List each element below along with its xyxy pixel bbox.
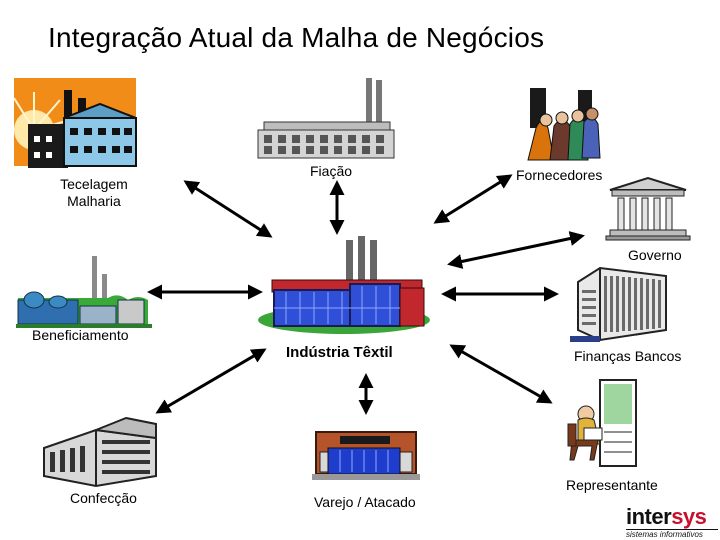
logo-brand: intersys — [626, 506, 718, 528]
industria-label: Indústria Têxtil — [286, 344, 393, 361]
tecelagem-label: Tecelagem Malharia — [44, 176, 144, 210]
logo-tagline: sistemas informativos — [626, 529, 718, 539]
arrow-fornecedores-industria — [433, 174, 513, 224]
tecelagem-label-line1: Tecelagem — [60, 176, 128, 192]
industria-factory-icon — [258, 236, 430, 334]
fiacao-factory-icon — [257, 78, 395, 159]
governo-label: Governo — [628, 247, 682, 263]
varejo-store-icon — [312, 431, 420, 480]
tecelagem-factory-icon — [13, 78, 137, 168]
tecelagem-label-line2: Malharia — [67, 193, 121, 209]
varejo-label: Varejo / Atacado — [314, 494, 416, 510]
confeccao-label: Confecção — [70, 490, 137, 506]
beneficiamento-label: Beneficiamento — [32, 327, 129, 343]
intersys-logo: intersys sistemas informativos — [626, 506, 718, 540]
arrow-representante-industria — [449, 344, 553, 404]
fornecedores-label: Fornecedores — [516, 167, 603, 183]
arrow-confeccao-industria — [155, 348, 267, 414]
representante-label: Representante — [566, 477, 658, 493]
financas-building-icon — [570, 266, 667, 342]
logo-brand-part1: inter — [626, 504, 672, 529]
beneficiamento-plant-icon — [16, 256, 152, 328]
arrow-tecelagem-industria — [183, 180, 273, 238]
fiacao-label: Fiação — [310, 163, 353, 179]
confeccao-building-icon — [43, 416, 157, 488]
logo-brand-part2: sys — [671, 504, 707, 529]
fornecedores-people-icon — [527, 88, 601, 161]
financas-label: Finanças Bancos — [574, 348, 682, 364]
arrow-governo-industria — [447, 231, 585, 269]
governo-building-icon — [605, 176, 691, 241]
representante-person-icon — [567, 379, 637, 467]
slide-title: Integração Atual da Malha de Negócios — [48, 22, 545, 53]
